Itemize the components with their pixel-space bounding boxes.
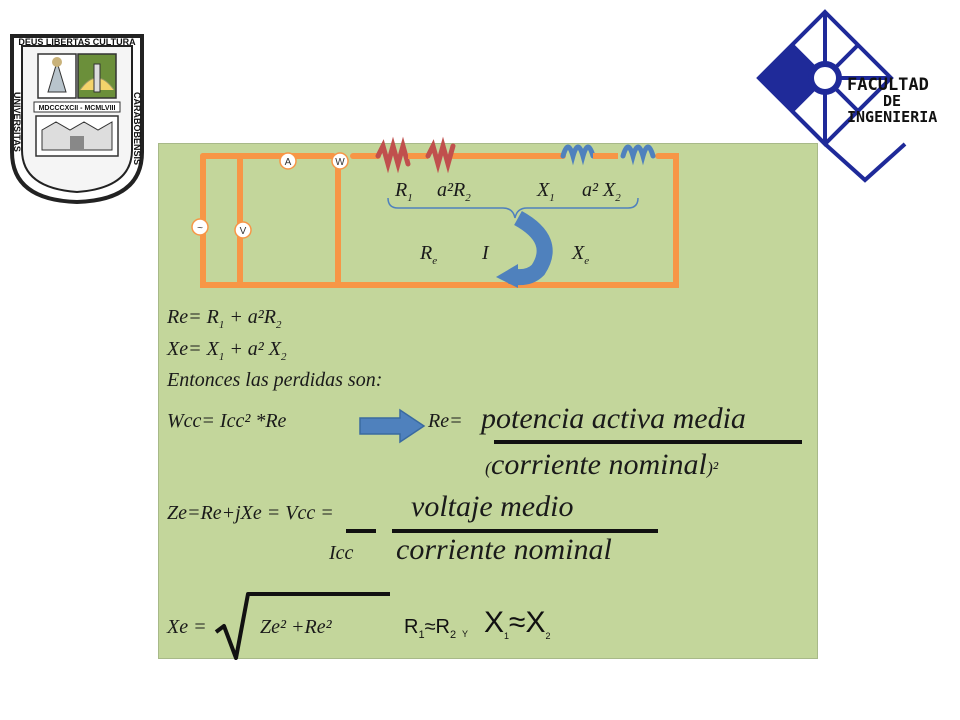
eq-ze: Ze=Re+jXe = Vcc =	[167, 502, 334, 524]
label-r1: R1	[395, 179, 413, 204]
seal-top-text: DEUS LIBERTAS CULTURA	[18, 37, 136, 47]
seal-right-text: CARABOBENSIS	[132, 92, 142, 165]
equivalent-circuit: A W ~ V	[191, 136, 679, 288]
reactance-x2	[620, 144, 656, 166]
x-approx: X1≈X2	[484, 606, 551, 641]
text-voltaje: voltaje medio	[411, 490, 574, 523]
label-xe: Xe	[572, 242, 590, 267]
eq-wcc: Wcc= Icc² *Re	[167, 410, 287, 432]
voltmeter-label: V	[240, 226, 247, 237]
reactance-x1	[560, 144, 596, 166]
sqrt-symbol	[214, 592, 390, 660]
label-a2r2: a²R2	[437, 179, 471, 204]
label-current: I	[482, 242, 489, 264]
text-potencia: potencia activa media	[481, 402, 746, 435]
label-re: Re	[420, 242, 438, 267]
source	[191, 218, 209, 236]
current-arrow	[508, 210, 553, 286]
eq-xe: Xe= X1 + a² X2	[167, 338, 287, 363]
wattmeter-label: W	[335, 157, 345, 168]
content-panel	[158, 143, 818, 659]
source-label: ~	[197, 223, 203, 234]
logo-line1: FACULTAD	[847, 75, 929, 95]
label-x1: X1	[537, 179, 555, 204]
label-a2x2: a² X2	[582, 179, 621, 204]
ammeter	[279, 152, 297, 170]
seal-left-text: UNIVERSITAS	[12, 92, 22, 152]
fraction-bar-2	[392, 529, 658, 533]
arrow-right-icon	[359, 408, 426, 444]
eq-xe-final: Xe =	[167, 616, 207, 638]
text-y: Y	[462, 629, 469, 639]
voltmeter	[234, 221, 252, 239]
text-icc: Icc	[329, 542, 354, 564]
text-entonces: Entonces las perdidas son:	[167, 369, 383, 391]
logo-line2: DE	[883, 92, 901, 110]
fraction-bar-1	[494, 440, 802, 444]
denominator-1: (corriente nominal)²	[485, 448, 719, 481]
resistor-r2	[425, 136, 456, 174]
ammeter-label: A	[285, 157, 292, 168]
logo-line3: INGENIERIA	[847, 108, 937, 126]
seal-date-text: MDCCCXCII - MCMLVIII	[39, 105, 116, 112]
text-corriente2: corriente nominal	[396, 533, 612, 566]
sqrt-content: Ze² +Re²	[260, 616, 332, 638]
university-seal: DEUS LIBERTAS CULTURA MDCCCXCII - MCMLVI…	[10, 34, 144, 204]
resistor-r1	[375, 136, 411, 174]
faculty-logo: FACULTAD DE INGENIERIA	[756, 9, 937, 183]
r-approx: R1≈R2	[404, 616, 457, 641]
wattmeter	[331, 152, 349, 170]
eq-re-label: Re=	[428, 410, 463, 432]
eq-re: Re= R1 + a²R2	[167, 306, 282, 331]
fraction-bar-vcc	[346, 529, 376, 533]
